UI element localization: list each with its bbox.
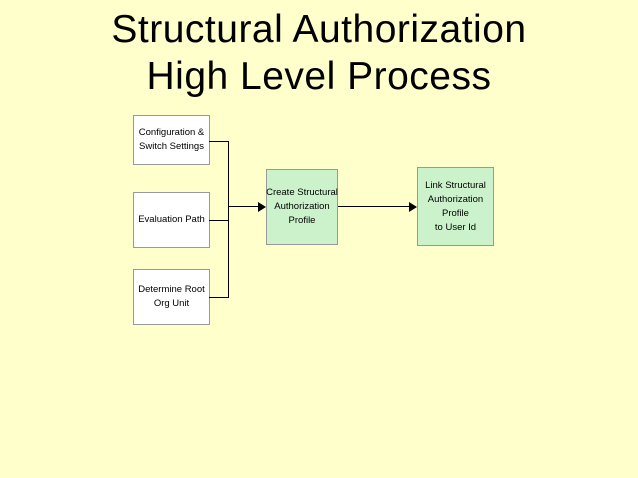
slide-title: Structural Authorization High Level Proc… [0,6,638,100]
flow-box-label: Create Structural Authorization Profile [266,187,338,226]
slide-title-line1: Structural Authorization [111,8,527,51]
connector-create-to-link-profile [338,206,409,207]
connector-junction-to-create-profile [228,206,260,207]
flow-box-create-structural-authorization-profile: Create Structural Authorization Profile [266,169,338,245]
connector-evaluation-to-junction [209,220,229,221]
connector-junction-vertical [228,141,229,298]
flow-box-label: Determine Root Org Unit [138,284,205,309]
flow-box-label: Link Structural Authorization Profile to… [425,179,486,233]
connector-root-org-unit-to-junction [209,297,229,298]
flow-box-link-structural-authorization-profile: Link Structural Authorization Profile to… [417,167,494,246]
slide-title-line2: High Level Process [146,55,492,98]
flow-box-label: Configuration & Switch Settings [138,127,205,152]
flow-box-configuration-switch-settings: Configuration & Switch Settings [133,115,210,165]
arrowhead-create-profile-icon [258,201,266,212]
flow-box-label: Evaluation Path [138,214,205,225]
arrowhead-link-profile-icon [409,201,417,212]
flow-box-evaluation-path: Evaluation Path [133,192,210,248]
flow-box-determine-root-org-unit: Determine Root Org Unit [133,269,210,325]
connector-configuration-to-junction [209,141,229,142]
